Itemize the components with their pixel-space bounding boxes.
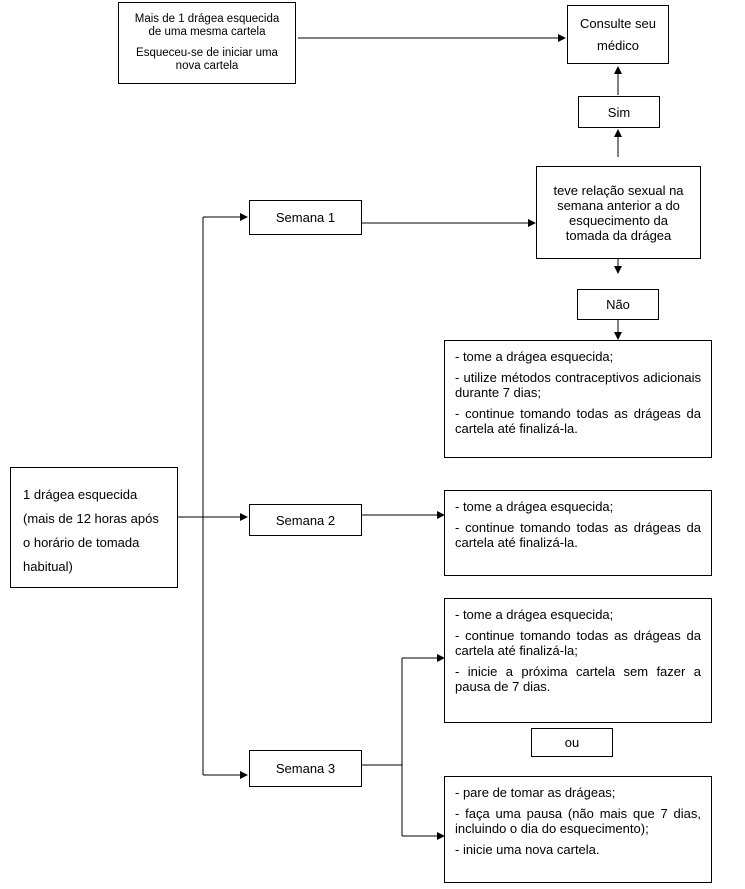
question-line2: semana anterior a do — [557, 197, 680, 213]
week3b-action-3: - inicie uma nova cartela. — [455, 842, 600, 857]
yes-label: Sim — [607, 104, 631, 120]
week3b-action-1: - pare de tomar as drágeas; — [455, 785, 616, 800]
start-line2: (mais de 12 horas após — [23, 511, 159, 526]
or-label: ou — [564, 735, 580, 750]
question-line4: tomada da drágea — [565, 227, 672, 243]
week1-action-3: - continue tomando todas as drágeas da c… — [455, 406, 701, 436]
or-box: ou — [531, 728, 613, 757]
week2-actions-box: - tome a drágea esquecida; - continue to… — [444, 490, 712, 576]
week3-label: Semana 3 — [275, 761, 336, 776]
week2-box: Semana 2 — [249, 504, 362, 536]
no-label: Não — [606, 297, 630, 312]
week2-label: Semana 2 — [275, 512, 336, 528]
question-box: teve relação sexual na semana anterior a… — [536, 166, 701, 259]
no-box: Não — [577, 289, 659, 320]
week1-no-actions-box: - tome a drágea esquecida; - utilize mét… — [444, 340, 712, 458]
start-line4: habitual) — [23, 559, 73, 574]
week3a-action-3: - inicie a próxima cartela sem fazer a p… — [455, 664, 701, 694]
question-line1: teve relação sexual na — [553, 182, 684, 198]
week1-label: Semana 1 — [275, 210, 336, 225]
yes-box: Sim — [578, 96, 660, 128]
start-line1: 1 drágea esquecida — [23, 487, 138, 502]
week3-option-b-box: - pare de tomar as drágeas; - faça uma p… — [444, 776, 712, 883]
consult-line1: Consulte seu — [580, 15, 656, 31]
week3-option-a-box: - tome a drágea esquecida; - continue to… — [444, 598, 712, 723]
condition-line4: nova cartela — [175, 60, 239, 72]
week1-action-2: - utilize métodos contraceptivos adicion… — [455, 370, 701, 400]
consult-doctor-box: Consulte seu médico — [567, 5, 669, 64]
week3a-action-1: - tome a drágea esquecida; — [455, 607, 614, 622]
consult-line2: médico — [597, 37, 639, 53]
condition-line3: Esqueceu-se de iniciar uma — [136, 47, 278, 59]
week3-box: Semana 3 — [249, 750, 362, 787]
week2-action-1: - tome a drágea esquecida; — [455, 499, 614, 514]
week3a-action-2: - continue tomando todas as drágeas da c… — [455, 628, 701, 658]
question-line3: esquecimento da — [568, 212, 668, 228]
condition-line2: de uma mesma cartela — [148, 26, 266, 38]
week1-box: Semana 1 — [249, 200, 362, 235]
condition-box-multiple-missed: Mais de 1 drágea esquecida de uma mesma … — [118, 2, 296, 84]
week3b-action-2: - faça uma pausa (não mais que 7 dias, i… — [455, 806, 701, 836]
week1-action-1: - tome a drágea esquecida; — [455, 349, 614, 364]
start-box-one-missed: 1 drágea esquecida (mais de 12 horas apó… — [10, 467, 178, 588]
condition-line1: Mais de 1 drágea esquecida — [134, 13, 280, 25]
start-line3: o horário de tomada — [23, 535, 140, 550]
week2-action-2: - continue tomando todas as drágeas da c… — [455, 520, 701, 550]
